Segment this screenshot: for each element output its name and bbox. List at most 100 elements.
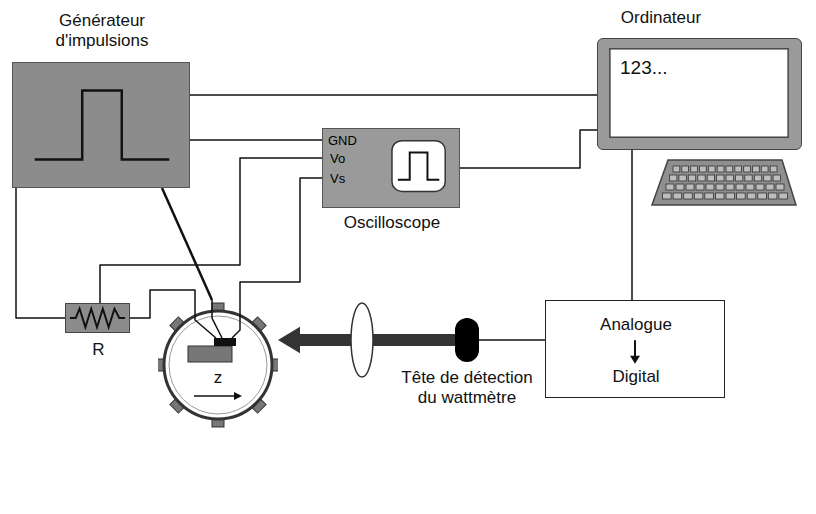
key (776, 184, 784, 190)
sample (188, 346, 232, 362)
key (779, 193, 788, 199)
key (698, 175, 705, 181)
detector-head: Tête de détection du wattmètre (455, 318, 479, 362)
lens (351, 303, 373, 377)
axis-arrow (194, 395, 234, 397)
key (715, 193, 724, 199)
monitor-drawing (598, 39, 801, 149)
key (696, 184, 704, 190)
key (773, 175, 780, 181)
wire-path (130, 290, 195, 318)
key (717, 175, 724, 181)
wire (190, 95, 597, 96)
pulse-drawing (13, 63, 189, 187)
key (691, 166, 698, 172)
key (764, 175, 771, 181)
wire-path (631, 150, 633, 300)
key (673, 166, 680, 172)
wire (16, 188, 65, 318)
wire-path (190, 139, 322, 141)
key (770, 166, 777, 172)
key (700, 166, 707, 172)
conversion-arrowhead (630, 356, 640, 364)
chamber-window (164, 311, 272, 419)
chamber-ring (158, 303, 278, 427)
computer-label: Ordinateur (606, 8, 716, 28)
key (735, 166, 742, 172)
generator-label: Générateur d'impulsions (37, 11, 167, 50)
key (676, 184, 684, 190)
signal-name: Vs (330, 172, 345, 185)
key (746, 184, 754, 190)
zigzag-drawing (66, 304, 129, 332)
key (707, 175, 714, 181)
wire-path (460, 130, 597, 168)
conversion-arrow (634, 340, 636, 358)
key (670, 175, 677, 181)
wire (190, 140, 322, 141)
key (756, 184, 764, 190)
key (694, 193, 703, 199)
key (747, 193, 756, 199)
key (736, 184, 744, 190)
computer-monitor: Ordinateur123... (597, 38, 802, 150)
key (737, 193, 746, 199)
sample-chamber: z (158, 300, 278, 430)
key (761, 166, 768, 172)
wire (479, 340, 545, 341)
wire-path (16, 188, 65, 318)
adc-input-label: Analogue (546, 315, 726, 335)
key (684, 193, 693, 199)
key (679, 175, 686, 181)
adc-output-label: Digital (546, 367, 726, 387)
key (726, 175, 733, 181)
screen-text: 123... (620, 57, 770, 79)
key (753, 166, 760, 172)
signal-name: Vo (330, 152, 345, 165)
resistor-zigzag (70, 309, 125, 328)
keyboard (652, 160, 796, 205)
scope-screen (392, 141, 445, 192)
wire-path (479, 339, 545, 341)
detector-label: Tête de détection du wattmètre (392, 368, 542, 407)
wire-path (162, 188, 212, 300)
axis-arrowhead (234, 392, 242, 400)
key (705, 193, 714, 199)
key (726, 193, 735, 199)
key (686, 184, 694, 190)
key (716, 184, 724, 190)
scope-trace (398, 152, 439, 179)
key (682, 166, 689, 172)
wire (460, 130, 597, 168)
resistor-symbol: R (65, 303, 130, 333)
axis-label: z (208, 368, 228, 388)
key (666, 184, 674, 190)
key (717, 166, 724, 172)
chamber-drawing (158, 300, 278, 430)
key (754, 175, 761, 181)
pulse-trace (35, 91, 169, 160)
wire-path (190, 94, 597, 96)
arrowhead (278, 327, 300, 353)
key (766, 184, 774, 190)
key (708, 166, 715, 172)
wire (162, 188, 212, 300)
adc-box: AnalogueDigital (545, 300, 725, 398)
wire-path (240, 178, 322, 300)
key (663, 193, 672, 199)
key (673, 193, 682, 199)
key (745, 175, 752, 181)
key (706, 184, 714, 190)
pulse-generator: Générateur d'impulsions (12, 62, 190, 188)
key (688, 175, 695, 181)
key (726, 184, 734, 190)
sample-contact (214, 338, 236, 346)
key (735, 175, 742, 181)
signal-name: GND (328, 134, 357, 147)
wire-path (299, 334, 455, 346)
key (726, 166, 733, 172)
oscilloscope-label: Oscilloscope (311, 213, 473, 233)
key (744, 166, 751, 172)
key (758, 193, 767, 199)
inner-wire (232, 300, 240, 338)
